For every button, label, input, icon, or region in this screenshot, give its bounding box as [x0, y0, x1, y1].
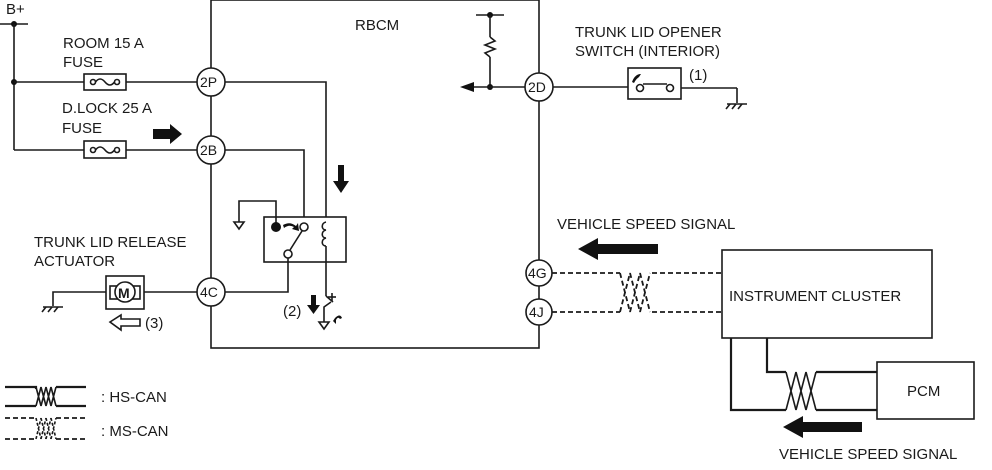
svg-text:4C: 4C — [200, 284, 218, 300]
hs-can-signal-arrow-icon — [783, 416, 862, 438]
ms-can-signal-arrow-icon — [578, 238, 658, 260]
pcm: PCM — [876, 361, 975, 420]
hs-can-bus: VEHICLE SPEED SIGNAL — [729, 338, 957, 463]
actuator-step-label: (3) — [145, 315, 163, 332]
dlock-fuse-icon — [83, 140, 127, 159]
motor-symbol: M — [118, 285, 130, 301]
transistor-switch: (2) — [283, 293, 342, 331]
dlock-fuse-label-line2: FUSE — [62, 120, 102, 137]
opener-switch-label-line2: SWITCH (INTERIOR) — [575, 43, 720, 60]
legend-hs-can-label: : HS-CAN — [101, 389, 167, 406]
dlock-fuse-label-line1: D.LOCK 25 A — [62, 100, 152, 117]
pcm-label: PCM — [907, 383, 940, 400]
instrument-cluster: INSTRUMENT CLUSTER — [721, 249, 933, 339]
battery-supply: B+ — [0, 1, 28, 150]
motor-icon — [114, 281, 136, 303]
current-flow-arrow-icon — [153, 124, 182, 144]
rbcm-label: RBCM — [355, 17, 399, 34]
room-fuse-circuit: ROOM 15 A FUSE — [14, 35, 197, 91]
instrument-cluster-label: INSTRUMENT CLUSTER — [729, 288, 901, 305]
ms-can-bus: VEHICLE SPEED SIGNAL 4G 4J — [525, 216, 735, 326]
legend-item-hs-can: : HS-CAN — [5, 385, 167, 408]
actuator-label-line2: ACTUATOR — [34, 253, 115, 270]
ms-can-signal-label: VEHICLE SPEED SIGNAL — [557, 216, 735, 233]
terminal-4J: 4J — [525, 298, 553, 326]
svg-text:4G: 4G — [528, 265, 547, 281]
terminal-4C: 4C — [196, 277, 226, 307]
terminal-2B: 2B — [196, 135, 226, 165]
svg-text:2B: 2B — [200, 142, 217, 158]
dlock-fuse-circuit: D.LOCK 25 A FUSE — [14, 100, 197, 159]
hs-can-signal-label: VEHICLE SPEED SIGNAL — [779, 446, 957, 463]
room-fuse-label-line2: FUSE — [63, 54, 103, 71]
actuator-motion-arrow-icon — [108, 313, 141, 332]
ground-icon — [41, 306, 63, 313]
terminal-2D: 2D — [524, 72, 554, 102]
relay-step-label: (2) — [283, 303, 301, 320]
current-flow-down-arrow-icon — [333, 165, 349, 193]
room-fuse-icon — [83, 73, 127, 91]
actuator-label-line1: TRUNK LID RELEASE — [34, 234, 187, 251]
terminal-4G: 4G — [525, 259, 553, 287]
signal-input-arrow-icon — [460, 82, 474, 92]
legend-item-ms-can: : MS-CAN — [5, 417, 169, 440]
legend-ms-can-label: : MS-CAN — [101, 423, 169, 440]
opener-input-circuit — [460, 12, 525, 92]
trunk-lid-opener-switch: TRUNK LID OPENER SWITCH (INTERIOR) (1) — [553, 24, 747, 110]
legend: : HS-CAN : MS-CAN — [5, 385, 169, 440]
supply-label: B+ — [6, 1, 25, 18]
terminal-2P: 2P — [196, 67, 226, 97]
room-fuse-label-line1: ROOM 15 A — [63, 35, 144, 52]
svg-text:2D: 2D — [528, 79, 546, 95]
trunk-lid-release-actuator: TRUNK LID RELEASE ACTUATOR M (3) — [34, 234, 197, 332]
svg-text:4J: 4J — [529, 304, 544, 320]
opener-switch-step-label: (1) — [689, 67, 707, 84]
rbcm-module — [210, 0, 540, 349]
ground-icon — [725, 103, 747, 110]
svg-text:2P: 2P — [200, 74, 217, 90]
relay — [225, 200, 347, 296]
opener-switch-label-line1: TRUNK LID OPENER — [575, 24, 722, 41]
